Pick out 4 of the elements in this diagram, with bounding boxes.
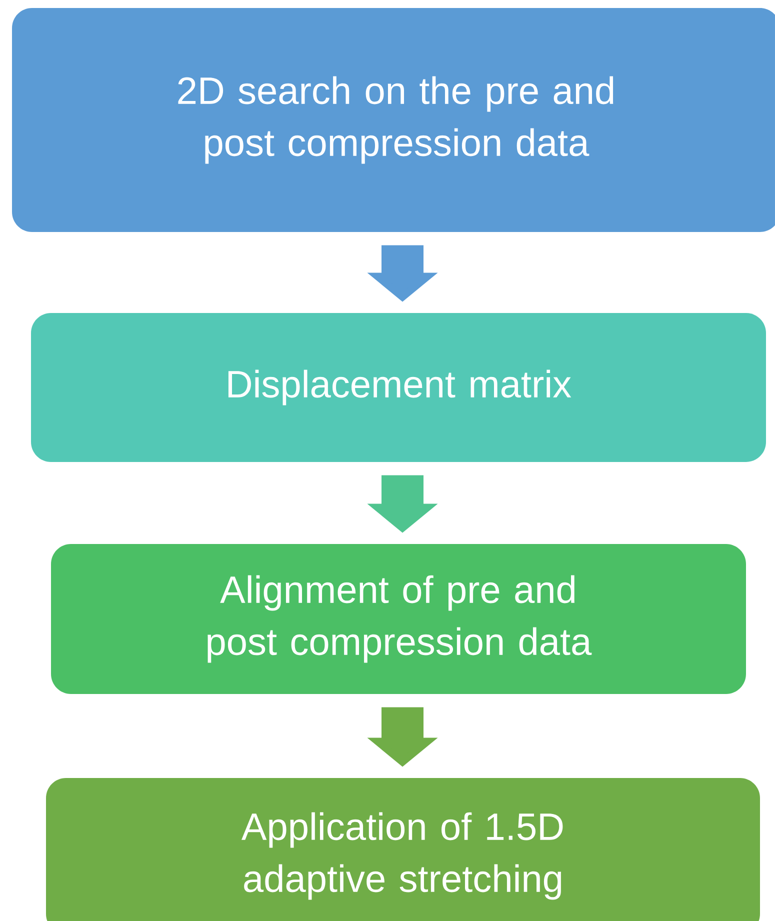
- process-box: 2D search on the pre and post compression data: [12, 8, 775, 232]
- process-box: Displacement matrix: [31, 313, 766, 462]
- process-box: Alignment of pre and post compression data: [51, 544, 746, 694]
- process-box: Application of 1.5D adaptive stretching: [46, 778, 760, 921]
